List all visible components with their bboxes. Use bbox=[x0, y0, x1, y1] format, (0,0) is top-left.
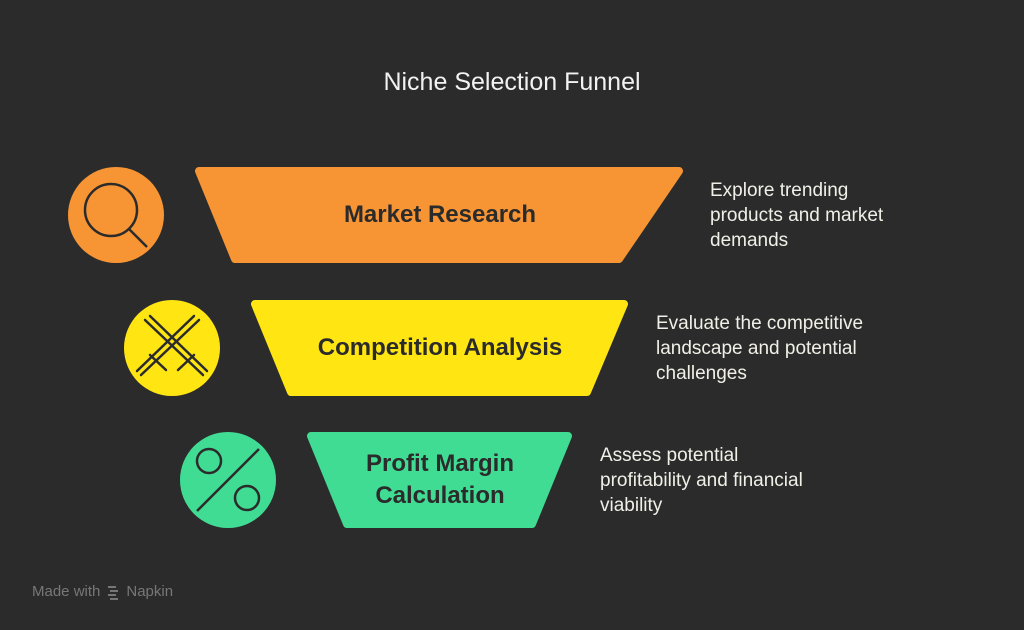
crossed-swords-icon bbox=[135, 314, 209, 377]
napkin-brand: Napkin bbox=[126, 583, 174, 600]
stage-description: Explore trending products and market dem… bbox=[710, 180, 884, 251]
stage-label: Market Research bbox=[343, 201, 537, 228]
stage-description: Assess potential profitability and finan… bbox=[600, 445, 803, 516]
magnifier-icon bbox=[83, 182, 148, 248]
percent-icon bbox=[195, 447, 261, 512]
stage-description: Evaluate the competitive landscape and p… bbox=[656, 313, 864, 384]
napkin-logo-icon bbox=[108, 585, 119, 600]
napkin-credit[interactable]: Made with Napkin bbox=[32, 583, 173, 600]
made-with-text: Made with bbox=[32, 583, 101, 600]
diagram-title: Niche Selection Funnel bbox=[383, 68, 641, 96]
stage-label: Competition Analysis bbox=[317, 334, 563, 361]
stage-label: Profit Margin Calculation bbox=[366, 450, 514, 509]
